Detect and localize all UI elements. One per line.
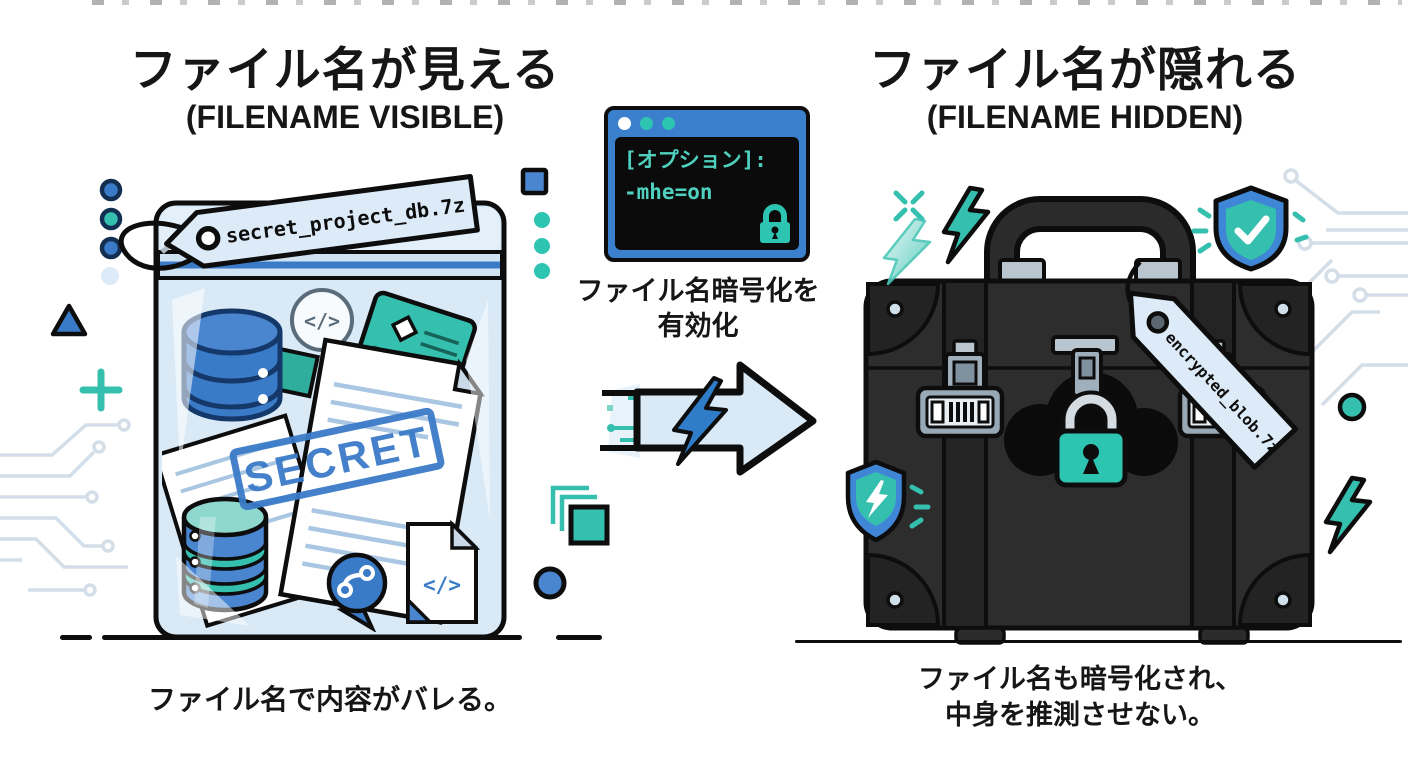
- code-circle-glyph: </>: [304, 309, 340, 333]
- left-title-jp: ファイル名が見える: [129, 43, 561, 96]
- terminal-lock-icon: [760, 204, 790, 243]
- ground-line-left-dash-1: [60, 635, 92, 640]
- left-accent-dots: [99, 178, 123, 285]
- arrow-lightning-bolt: [672, 376, 728, 466]
- middle-caption: ファイル名暗号化を 有効化: [563, 274, 833, 343]
- bag-sheen: [172, 288, 490, 626]
- top-edge-cropped-text: [92, 0, 1402, 5]
- ground-line-left-dash-2: [556, 635, 602, 640]
- case-foot-left: [954, 626, 1006, 645]
- shield-bolt-sparkles: [909, 484, 931, 529]
- combination-lock-left: [915, 385, 1005, 439]
- tag-eyelet: [1146, 311, 1170, 334]
- right-caption: ファイル名も暗号化され、 中身を推測させない。: [860, 662, 1300, 733]
- right-panel-title: ファイル名が隠れる (FILENAME HIDDEN): [850, 43, 1320, 135]
- bag-tag-string: [119, 220, 210, 271]
- briefcase: [863, 196, 1315, 645]
- case-rivets: [886, 300, 1292, 609]
- bolt-mark: [866, 480, 888, 518]
- database-icon-blue: [181, 308, 283, 422]
- blue-square-icon: [520, 167, 549, 196]
- right-caption-line-1: ファイル名も暗号化され、: [917, 664, 1243, 694]
- terminal-window: [オプション]: -mhe=on: [604, 106, 810, 262]
- layered-squares-icon: [550, 485, 610, 546]
- right-title-jp: ファイル名が隠れる: [869, 43, 1301, 96]
- window-dot-teal-1: [640, 117, 653, 130]
- case-corner-caps: [866, 282, 1312, 627]
- sparkle-cross-icons: [893, 190, 925, 222]
- bag-contents: </>: [162, 288, 485, 632]
- terminal-line-2: -mhe=on: [624, 179, 713, 204]
- code-file-glyph: </>: [423, 573, 461, 597]
- lightning-bolt-right: [1323, 475, 1373, 555]
- tag-eyelet: [195, 226, 221, 251]
- arrow-body: [633, 361, 817, 476]
- middle-caption-line-2: 有効化: [657, 310, 739, 341]
- transparent-bag: </>: [153, 200, 507, 640]
- ground-line-right: [795, 640, 1402, 643]
- right-title-en: (FILENAME HIDDEN): [926, 98, 1244, 135]
- triangle-icon: [50, 303, 88, 337]
- terminal-window-buttons: [618, 117, 675, 130]
- circuit-traces-left: [0, 418, 131, 597]
- case-strap-left: [942, 279, 988, 630]
- blue-circle-icon: [533, 566, 567, 600]
- lightning-bolt-gradient: [882, 217, 932, 286]
- terminal-screen: [オプション]: -mhe=on: [615, 137, 799, 250]
- terminal-line-1: [オプション]:: [624, 148, 767, 172]
- left-title-en: (FILENAME VISIBLE): [185, 98, 505, 135]
- middle-caption-line-1: ファイル名暗号化を: [576, 276, 820, 306]
- teal-dot-icon: [1337, 392, 1367, 422]
- case-latch: [1051, 335, 1119, 398]
- ground-line-left: [102, 635, 522, 640]
- plus-icon: [79, 368, 123, 412]
- window-dot-teal-2: [662, 117, 675, 130]
- check-mark: [1234, 215, 1270, 245]
- shield-check-icon: [1213, 185, 1289, 272]
- shield-check-sparkles: [1191, 207, 1309, 254]
- lightning-bolt-top: [941, 185, 991, 265]
- bag-filename-tag: secret_project_db.7z: [164, 174, 480, 269]
- left-caption: ファイル名で内容がバレる。: [147, 684, 512, 715]
- git-bubble-icon: [326, 552, 388, 632]
- padlock-icon: [1054, 390, 1128, 488]
- transform-arrow: [600, 361, 817, 476]
- window-dot-white: [618, 117, 631, 130]
- case-foot-right: [1198, 626, 1250, 645]
- right-caption-line-2: 中身を推測させない。: [945, 699, 1215, 730]
- shield-bolt-icon: [845, 459, 907, 543]
- teal-dots-column: [534, 212, 550, 279]
- code-file-icon: </>: [406, 519, 481, 624]
- strap-buckle-left: [944, 339, 986, 396]
- left-panel-title: ファイル名が見える (FILENAME VISIBLE): [110, 43, 580, 135]
